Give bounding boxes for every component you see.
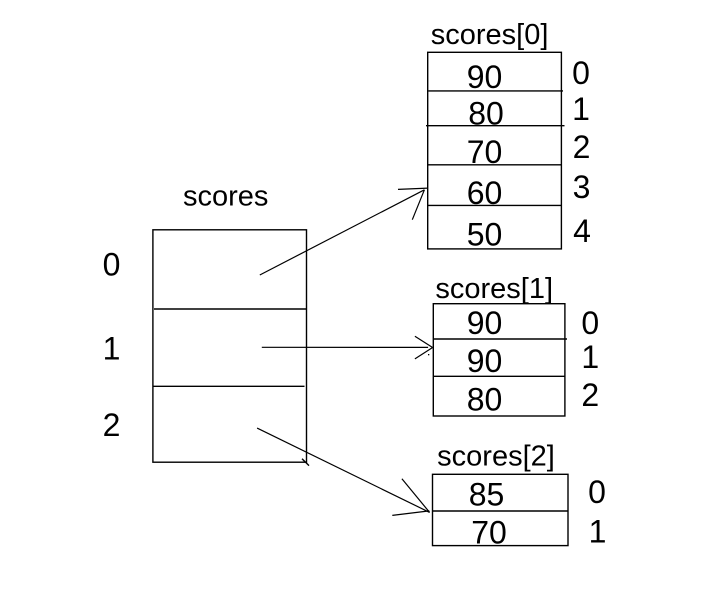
svg-text:50: 50 xyxy=(467,217,503,253)
svg-text:80: 80 xyxy=(467,381,503,417)
svg-text:60: 60 xyxy=(467,175,503,211)
svg-text:scores: scores xyxy=(183,181,268,213)
svg-text:2: 2 xyxy=(573,129,591,165)
svg-text:70: 70 xyxy=(471,514,507,550)
svg-text:0: 0 xyxy=(572,55,590,91)
svg-text:1: 1 xyxy=(103,331,121,367)
svg-text:90: 90 xyxy=(467,59,503,95)
svg-text:1: 1 xyxy=(581,339,599,375)
svg-text:scores[1]: scores[1] xyxy=(435,273,553,305)
svg-text:90: 90 xyxy=(467,343,503,379)
svg-text:0: 0 xyxy=(588,474,606,510)
svg-text:1: 1 xyxy=(572,91,590,127)
svg-text:1: 1 xyxy=(589,513,607,549)
svg-text:85: 85 xyxy=(469,476,505,512)
svg-text:2: 2 xyxy=(103,407,121,443)
svg-text:3: 3 xyxy=(573,169,591,205)
svg-text:scores[2]: scores[2] xyxy=(437,440,555,472)
svg-text:0: 0 xyxy=(103,247,121,283)
svg-text:90: 90 xyxy=(467,305,503,341)
svg-text:scores[0]: scores[0] xyxy=(431,19,549,51)
svg-text:4: 4 xyxy=(573,213,591,249)
svg-text:0: 0 xyxy=(581,305,599,341)
svg-text:2: 2 xyxy=(581,377,599,413)
svg-text:70: 70 xyxy=(467,134,503,170)
svg-text:80: 80 xyxy=(468,96,504,132)
